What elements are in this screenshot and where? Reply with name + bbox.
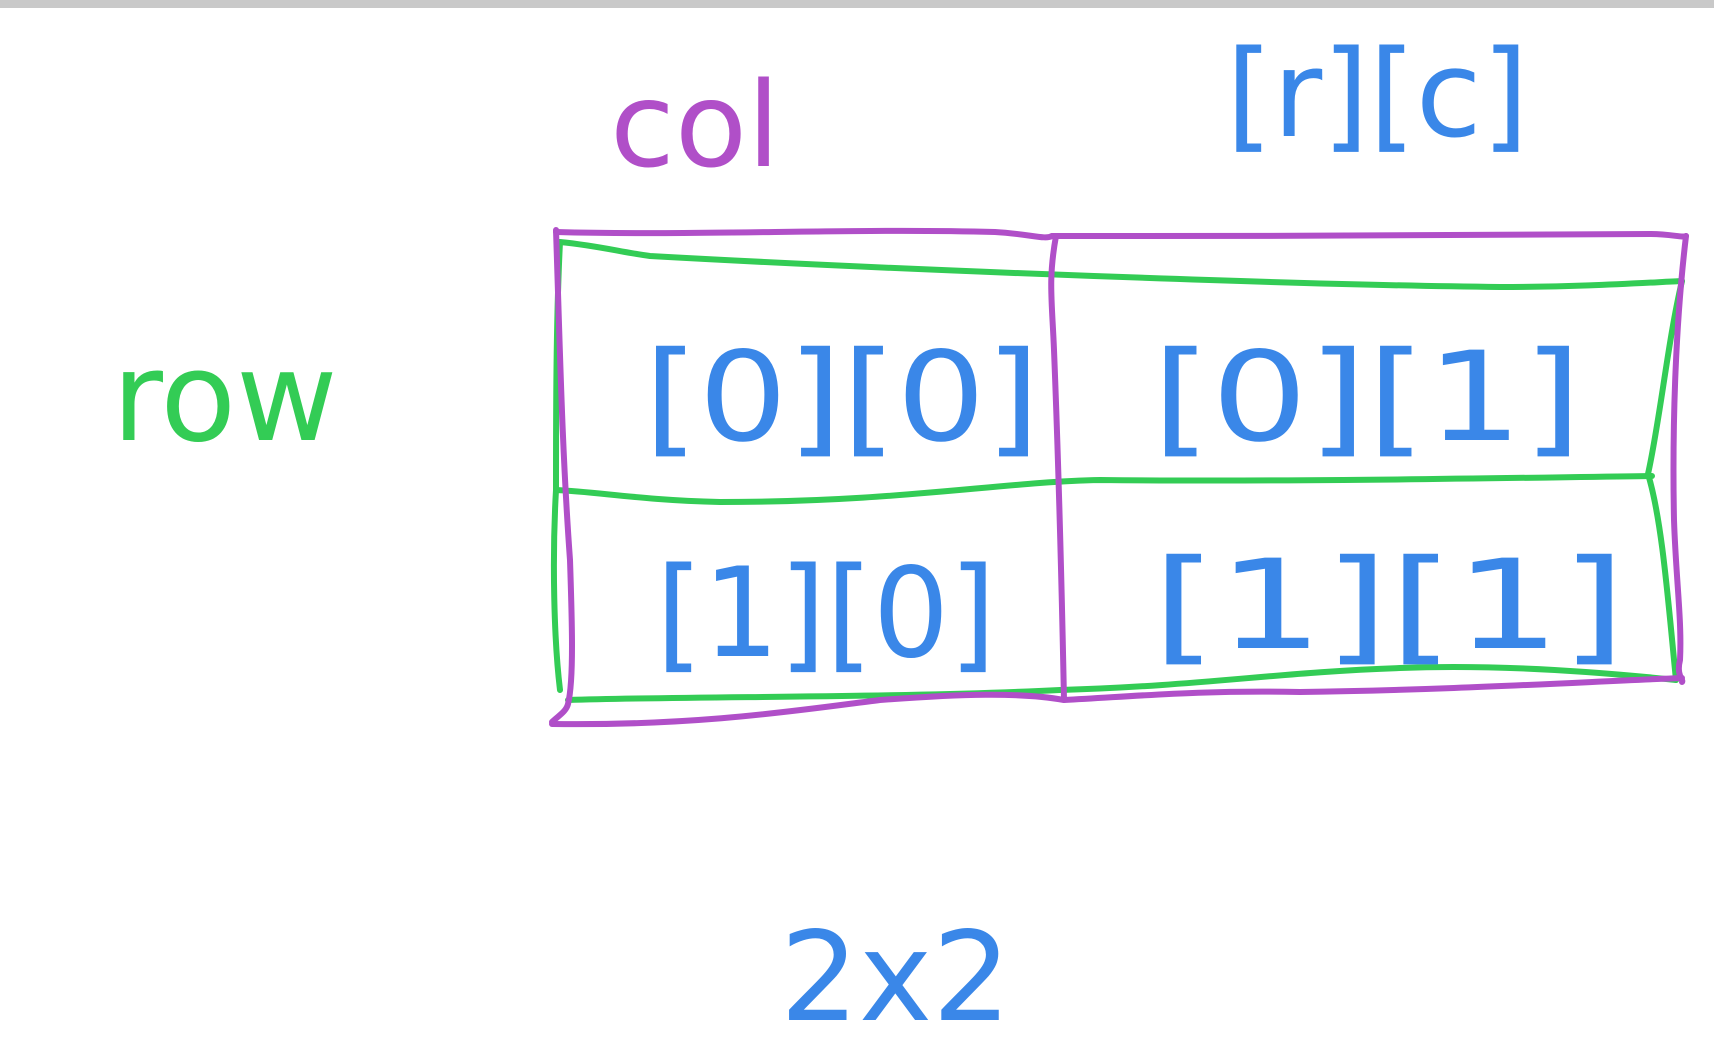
row-top-line bbox=[557, 239, 1685, 290]
row-bottom-line bbox=[565, 663, 1679, 703]
col-right-line bbox=[1670, 233, 1689, 685]
cell-0-1: [0][1] bbox=[1152, 326, 1582, 470]
row-right-line bbox=[1645, 278, 1685, 683]
col-bottom-line bbox=[549, 675, 1685, 728]
cell-0-0: [0][0] bbox=[644, 326, 1040, 470]
col-divider-line bbox=[1048, 233, 1067, 703]
row-middle-line bbox=[553, 473, 1655, 505]
col-grid-lines bbox=[549, 227, 1689, 728]
dimensions-label: 2x2 bbox=[780, 906, 1011, 1046]
cell-labels: [0][0] [0][1] [1][0] [1][1] bbox=[644, 326, 1626, 686]
col-top-line-right bbox=[1049, 231, 1689, 240]
col-left-line bbox=[549, 227, 575, 725]
row-label: row bbox=[112, 326, 338, 470]
cell-1-1: [1][1] bbox=[1152, 534, 1626, 678]
top-toolbar-edge bbox=[0, 0, 1714, 8]
col-label: col bbox=[610, 56, 780, 194]
labels: row col [r][c] 2x2 bbox=[112, 26, 1529, 1046]
col-top-line-left bbox=[553, 227, 1055, 241]
cell-1-0: [1][0] bbox=[656, 542, 996, 686]
row-grid-lines bbox=[550, 239, 1685, 703]
notation-label: [r][c] bbox=[1226, 26, 1529, 165]
